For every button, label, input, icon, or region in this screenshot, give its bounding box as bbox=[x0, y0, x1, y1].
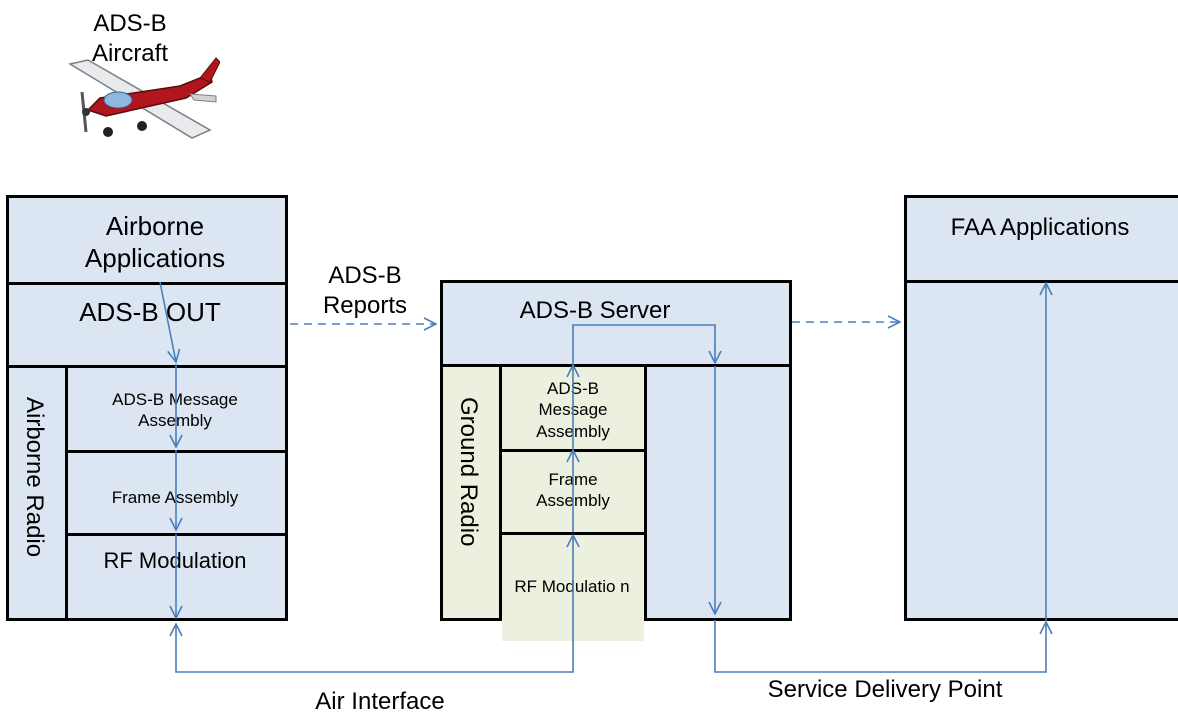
adsb-reports-label: ADS-B Reports bbox=[322, 262, 408, 319]
air-interface-line bbox=[176, 624, 574, 673]
airborne-radio-label: Airborne Radio bbox=[21, 396, 48, 558]
airborne-frame-assembly-label: Frame Assembly bbox=[111, 488, 239, 508]
airplane-icon bbox=[68, 57, 220, 139]
aircraft-label: ADS-B Aircraft bbox=[60, 4, 200, 74]
ground-radio-box bbox=[440, 364, 502, 621]
server-internal-route bbox=[572, 324, 715, 365]
airborne-applications-box bbox=[6, 195, 288, 285]
ground-right-box bbox=[644, 364, 792, 621]
ground-rf-modulation-label: RF Modulatio n bbox=[514, 577, 630, 597]
faa-applications-label: FAA Applications bbox=[950, 214, 1130, 241]
airborne-message-assembly-label: ADS-B Message Assembly bbox=[112, 389, 238, 430]
arrow-apps-to-out bbox=[159, 281, 176, 362]
ground-radio-label: Ground Radio bbox=[455, 397, 482, 547]
service-delivery-line bbox=[714, 620, 1046, 673]
adsb-out-label: ADS-B OUT bbox=[79, 296, 221, 327]
air-interface-label: Air Interface bbox=[315, 688, 445, 715]
service-delivery-point-label: Service Delivery Point bbox=[767, 676, 1003, 703]
airborne-radio-box bbox=[6, 365, 68, 621]
airborne-rf-modulation-label: RF Modulation bbox=[103, 548, 247, 574]
faa-lower-box bbox=[904, 280, 1178, 621]
adsb-server-label: ADS-B Server bbox=[519, 297, 671, 324]
aircraft-label-line1: ADS-B bbox=[93, 10, 167, 37]
adsb-server-box bbox=[440, 280, 792, 367]
aircraft-label-line2: Aircraft bbox=[91, 40, 168, 67]
airborne-applications-label: Airborne Applications bbox=[84, 210, 226, 274]
